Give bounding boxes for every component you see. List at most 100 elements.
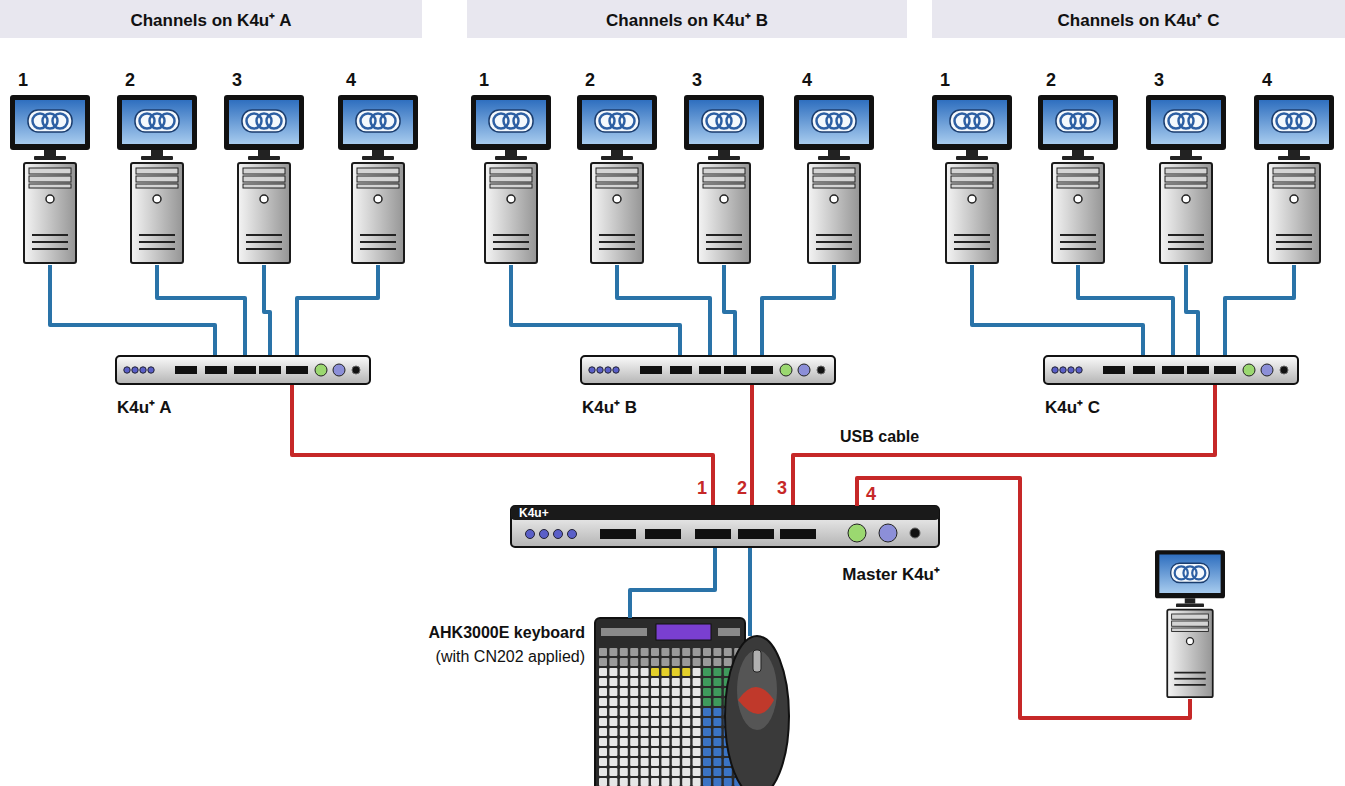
- cable: [617, 265, 710, 355]
- port-number: 1: [697, 478, 707, 498]
- keyboard-key: [651, 768, 659, 776]
- keyboard-key: [609, 728, 617, 736]
- keyboard-key: [599, 778, 607, 786]
- keyboard-key: [672, 758, 680, 766]
- keyboard-key: [609, 648, 617, 656]
- keyboard-key: [672, 678, 680, 686]
- usb-port: [645, 529, 681, 539]
- keyboard-key: [641, 658, 649, 666]
- keyboard-key: [693, 698, 701, 706]
- cable: [630, 548, 715, 618]
- device-label: K4u⁺ B: [582, 395, 637, 418]
- keyboard-key: [641, 768, 649, 776]
- keyboard-key: [620, 708, 628, 716]
- keyboard-key: [693, 738, 701, 746]
- computer-node: 4: [336, 68, 420, 265]
- keyboard-key: [672, 658, 680, 666]
- keyboard-key: [661, 758, 669, 766]
- keyboard-key: [620, 688, 628, 696]
- keyboard-key: [713, 758, 721, 766]
- keyboard-key: [599, 768, 607, 776]
- computer-node: 3: [682, 68, 766, 265]
- switch-top-band: [511, 506, 939, 520]
- cable: [264, 265, 270, 355]
- keyboard-key: [609, 748, 617, 756]
- keyboard-key: [682, 648, 690, 656]
- keyboard-key: [630, 688, 638, 696]
- mouse-swirl: [738, 687, 774, 714]
- keyboard-key: [724, 648, 732, 656]
- keyboard-key: [693, 708, 701, 716]
- keyboard-key: [620, 658, 628, 666]
- keyboard-key: [693, 658, 701, 666]
- cable: [292, 385, 713, 505]
- keyboard-key: [599, 758, 607, 766]
- keyboard-key: [682, 778, 690, 786]
- keyboard-key: [620, 768, 628, 776]
- keyboard-key: [703, 758, 711, 766]
- keyboard-key: [630, 668, 638, 676]
- keyboard-key: [630, 698, 638, 706]
- mouse-cable: [748, 548, 752, 636]
- keyboard-key: [651, 758, 659, 766]
- keyboard-key: [672, 648, 680, 656]
- keyboard-key: [703, 728, 711, 736]
- keyboard-key: [620, 748, 628, 756]
- keyboard-key: [661, 778, 669, 786]
- keyboard-label: AHK3000E keyboard: [428, 624, 585, 642]
- keyboard-key: [693, 688, 701, 696]
- keyboard-key: [682, 748, 690, 756]
- port-number: 4: [866, 484, 876, 504]
- keyboard-key: [641, 678, 649, 686]
- keyboard-key: [682, 708, 690, 716]
- keyboard-key: [599, 688, 607, 696]
- computer: [471, 95, 551, 263]
- keyboard-key: [713, 658, 721, 666]
- keyboard-key: [609, 698, 617, 706]
- cable: [750, 385, 754, 505]
- keyboard-key: [630, 648, 638, 656]
- keyboard-key: [703, 678, 711, 686]
- kvm-switch: [581, 356, 835, 384]
- keyboard-key: [703, 708, 711, 716]
- keyboard-note: (with CN202 applied): [436, 648, 585, 666]
- keyboard-key: [682, 698, 690, 706]
- keyboard-key: [713, 688, 721, 696]
- usb-port: [695, 529, 731, 539]
- keyboard-key: [672, 698, 680, 706]
- keyboard-key: [599, 648, 607, 656]
- keyboard-key: [651, 658, 659, 666]
- keyboard-key: [641, 748, 649, 756]
- keyboard-key: [682, 768, 690, 776]
- keyboard-key: [661, 768, 669, 776]
- keyboard-key: [630, 728, 638, 736]
- ps2-port: [879, 524, 897, 542]
- keyboard-key: [703, 718, 711, 726]
- mouse-top: [737, 650, 777, 730]
- keyboard-key: [630, 718, 638, 726]
- keyboard-key: [641, 708, 649, 716]
- keyboard-key: [693, 718, 701, 726]
- keyboard-key: [641, 758, 649, 766]
- computer-node: 2: [575, 68, 659, 265]
- keyboard-key: [682, 718, 690, 726]
- kvm-switch: [116, 356, 370, 384]
- computer: [1155, 550, 1225, 697]
- channel-number: 4: [802, 70, 812, 90]
- keyboard-key: [651, 738, 659, 746]
- cable: [793, 385, 1215, 505]
- keyboard-key: [630, 748, 638, 756]
- channel-number: 3: [1154, 70, 1164, 90]
- keyboard-key: [641, 728, 649, 736]
- keyboard-key: [713, 648, 721, 656]
- keyboard-key: [651, 648, 659, 656]
- keyboard-key: [641, 668, 649, 676]
- keyboard-key: [682, 678, 690, 686]
- keyboard-key: [609, 668, 617, 676]
- keyboard-key: [682, 658, 690, 666]
- keyboard-key: [661, 658, 669, 666]
- keyboard-key: [713, 768, 721, 776]
- keyboard-key: [724, 768, 732, 776]
- keyboard-key: [620, 668, 628, 676]
